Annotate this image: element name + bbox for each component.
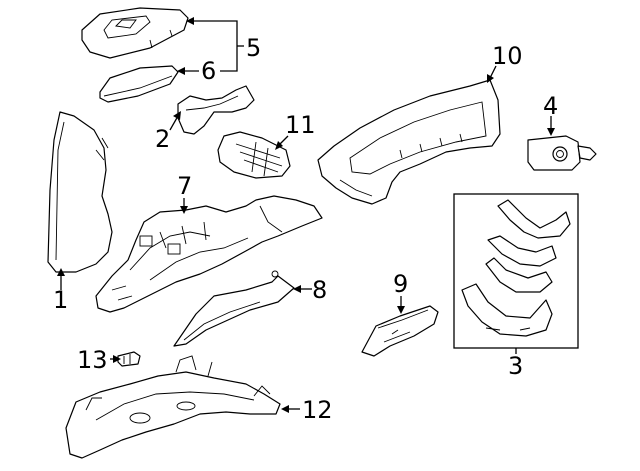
- callout-13: 13: [77, 346, 108, 374]
- callout-1: 1: [53, 286, 68, 314]
- part-12-lower-bracket: [65, 355, 281, 459]
- callout-12: 12: [302, 396, 333, 424]
- part-13-clip: [117, 351, 141, 367]
- part-3-trim-set: [453, 193, 579, 349]
- callout-10: 10: [492, 42, 523, 70]
- part-10-cluster-bezel: [317, 79, 501, 205]
- part-4-switch: [527, 135, 597, 171]
- part-2-trim-bracket: [177, 85, 255, 135]
- part-11-air-vent: [217, 131, 291, 179]
- part-7-console-frame: [95, 195, 323, 313]
- callout-7: 7: [177, 172, 192, 200]
- callout-3: 3: [508, 352, 523, 380]
- part-8-side-trim: [173, 270, 295, 347]
- part-9-storage-bin: [361, 305, 439, 357]
- leader-lines: [57, 17, 555, 413]
- callout-5: 5: [246, 34, 261, 62]
- part-1-side-panel: [47, 111, 113, 273]
- callout-6: 6: [201, 57, 216, 85]
- callout-9: 9: [393, 270, 408, 298]
- callout-8: 8: [312, 276, 327, 304]
- callout-4: 4: [543, 92, 558, 120]
- part-6-console-lid: [99, 65, 179, 103]
- part-5-console-cover: [81, 7, 189, 59]
- callout-2: 2: [155, 125, 170, 153]
- callout-11: 11: [285, 111, 316, 139]
